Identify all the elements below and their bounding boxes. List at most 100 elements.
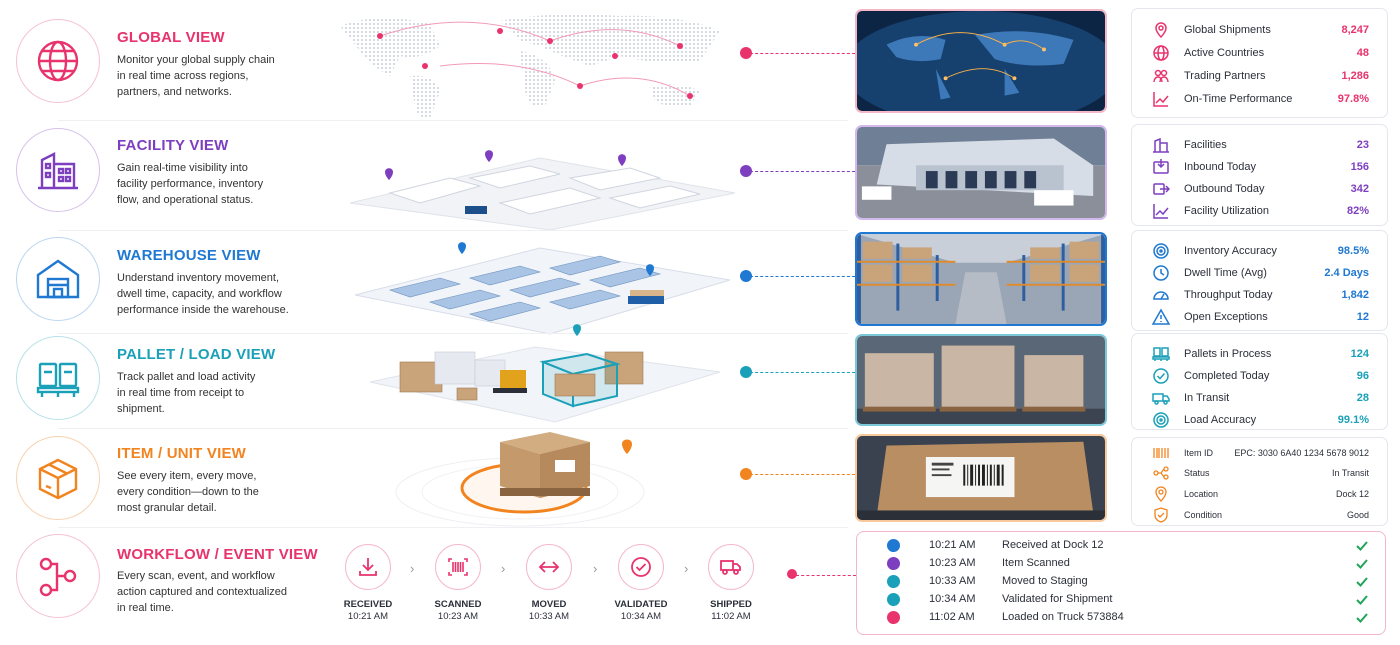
workflow-view-title: WORKFLOW / EVENT VIEW — [117, 546, 318, 563]
row-separator — [58, 333, 848, 334]
row-separator — [58, 230, 848, 231]
event-dot — [887, 611, 900, 624]
pallet-icon — [1152, 347, 1170, 361]
stat-row: Inbound Today 156 — [1132, 157, 1389, 177]
globe-icon — [1153, 45, 1169, 61]
location-pin-icon — [1155, 486, 1167, 502]
truck-icon — [720, 560, 741, 575]
stat-row: Condition Good — [1132, 505, 1389, 525]
stat-row: Location Dock 12 — [1132, 484, 1389, 504]
stat-row: Completed Today 96 — [1132, 366, 1389, 386]
checkmark-icon — [1356, 541, 1368, 551]
trend-chart-icon — [1153, 204, 1169, 219]
warning-icon — [1152, 308, 1170, 325]
stat-row: Dwell Time (Avg) 2.4 Days — [1132, 263, 1389, 283]
chevron-right-icon: › — [501, 561, 506, 576]
stat-row: Inventory Accuracy 98.5% — [1132, 241, 1389, 261]
workflow-step-received: RECEIVED 10:21 AM — [323, 544, 413, 622]
outbound-icon — [1153, 183, 1170, 195]
chevron-right-icon: › — [684, 561, 689, 576]
world-map-illustration — [340, 14, 720, 119]
barcode-icon — [1153, 448, 1169, 458]
event-log-row: 10:33 AM Moved to Staging — [857, 573, 1387, 591]
truck-icon — [1152, 393, 1170, 405]
row-separator — [58, 527, 848, 528]
row-separator — [58, 120, 848, 121]
facility-view-icon-circle — [16, 128, 100, 212]
check-circle-icon — [631, 557, 651, 577]
stat-row: Pallets in Process 124 — [1132, 344, 1389, 364]
clock-icon — [1153, 265, 1169, 281]
pallet-connector-dot — [740, 366, 752, 378]
pallet-loading-illustration — [369, 324, 721, 423]
target-icon — [1153, 243, 1169, 259]
global-photo — [855, 9, 1107, 113]
pallet-connector-line — [750, 372, 855, 373]
facility-campus-illustration — [349, 150, 736, 230]
item-box-illustration — [395, 432, 645, 527]
workflow-connector-line — [796, 575, 856, 576]
chevron-right-icon: › — [410, 561, 415, 576]
gauge-icon — [1153, 291, 1169, 300]
building-icon — [38, 152, 78, 190]
global-stats-card: Global Shipments 8,247 Active Countries … — [1131, 8, 1388, 118]
warehouse-view-title: WAREHOUSE VIEW — [117, 247, 261, 264]
workflow-step-shipped: SHIPPED 11:02 AM — [686, 544, 776, 622]
facility-photo — [855, 125, 1107, 220]
warehouse-connector-line — [750, 276, 855, 277]
row-separator — [58, 428, 848, 429]
pallet-stats-card: Pallets in Process 124 Completed Today 9… — [1131, 333, 1388, 430]
stat-row: Facilities 23 — [1132, 135, 1389, 155]
warehouse-connector-dot — [740, 270, 752, 282]
warehouse-view-description: Understand inventory movement,dwell time… — [117, 272, 289, 316]
warehouse-icon — [36, 259, 80, 299]
warehouse-floor-illustration — [354, 242, 731, 335]
item-view-icon-circle — [16, 436, 100, 520]
inbound-icon — [1153, 159, 1169, 174]
workflow-step-scanned: SCANNED 10:23 AM — [413, 544, 503, 622]
event-log-row: 10:34 AM Validated for Shipment — [857, 591, 1387, 609]
event-log-panel: 10:21 AM Received at Dock 12 10:23 AM It… — [856, 531, 1386, 635]
stat-row: On-Time Performance 97.8% — [1132, 89, 1389, 109]
stat-row: Global Shipments 8,247 — [1132, 20, 1389, 40]
pallet-icon — [36, 362, 80, 397]
global-connector-line — [750, 53, 855, 54]
building-icon — [1153, 137, 1169, 153]
stat-row: Load Accuracy 99.1% — [1132, 410, 1389, 430]
item-connector-line — [750, 474, 855, 475]
partners-icon — [1153, 69, 1169, 83]
facility-connector-line — [750, 171, 855, 172]
warehouse-photo — [855, 232, 1107, 326]
event-log-row: 10:23 AM Item Scanned — [857, 555, 1387, 573]
global-view-icon-circle — [16, 19, 100, 103]
stat-row: Active Countries 48 — [1132, 43, 1389, 63]
global-view-title: GLOBAL VIEW — [117, 29, 225, 46]
workflow-icon — [39, 557, 77, 597]
workflow-step-validated: VALIDATED 10:34 AM — [596, 544, 686, 622]
event-log-row: 10:21 AM Received at Dock 12 — [857, 537, 1387, 555]
trend-chart-icon — [1153, 92, 1169, 107]
shield-icon — [1154, 507, 1168, 523]
location-pin-icon — [1155, 22, 1167, 39]
stat-row: Facility Utilization 82% — [1132, 201, 1389, 221]
pallet-photo — [855, 334, 1107, 426]
globe-icon — [37, 40, 79, 82]
item-connector-dot — [740, 468, 752, 480]
check-circle-icon — [1153, 368, 1169, 384]
warehouse-stats-card: Inventory Accuracy 98.5% Dwell Time (Avg… — [1131, 230, 1388, 331]
stat-row: Open Exceptions 12 — [1132, 307, 1389, 327]
workflow-view-icon-circle — [16, 534, 100, 618]
item-details-card: Item ID EPC: 3030 6A40 1234 5678 9012 St… — [1131, 437, 1388, 526]
barcode-scan-icon — [448, 558, 468, 576]
stat-row: In Transit 28 — [1132, 388, 1389, 408]
status-icon — [1153, 466, 1169, 480]
item-photo — [855, 434, 1107, 522]
item-view-description: See every item, every move,every conditi… — [117, 470, 259, 514]
checkmark-icon — [1356, 595, 1368, 605]
target-icon — [1153, 412, 1169, 428]
stat-row: Status In Transit — [1132, 463, 1389, 483]
